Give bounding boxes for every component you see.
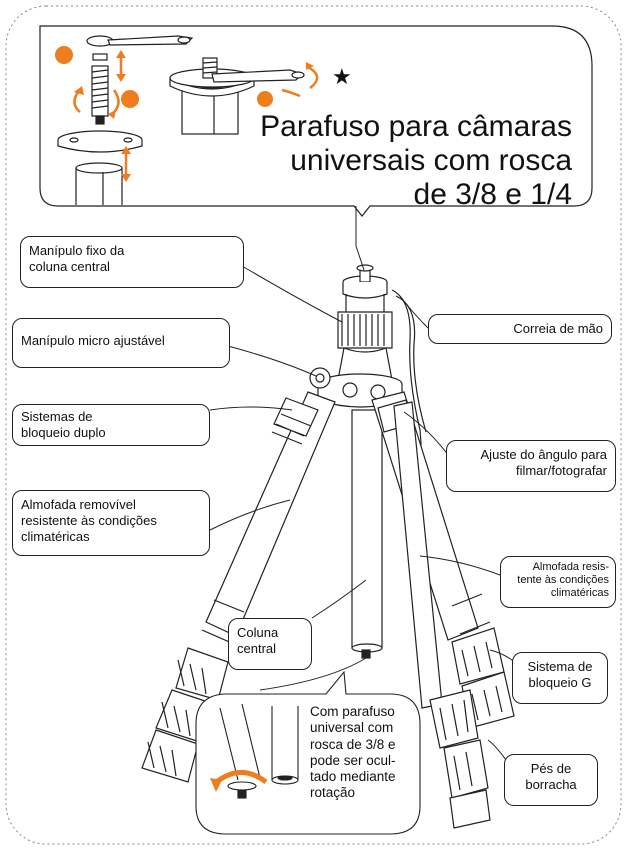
label-line: bloqueio duplo (21, 425, 106, 440)
tripod-body (141, 264, 515, 829)
label-line: Coluna (237, 625, 279, 640)
inset-line: Com parafuso (310, 704, 395, 719)
exploded-screw-parts (57, 35, 194, 205)
inset-line: rosca de 3/8 e (310, 736, 396, 752)
label-g-lock: Sistema de bloqueio G (512, 652, 608, 704)
label-angle-adjust: Ajuste do ângulo para filmar/fotografar (446, 440, 616, 492)
orange-dot-2 (121, 90, 139, 108)
star-symbol: ★ (332, 64, 352, 89)
headline-line: de 3/8 e 1/4 (413, 178, 572, 211)
leader-lines (209, 206, 521, 761)
label-line: bloqueio G (528, 675, 592, 690)
headline: Parafuso para câmaras universais com ros… (250, 110, 572, 212)
label-line: resistente às condições (21, 513, 157, 528)
label-line: central (237, 641, 277, 656)
label-line: coluna central (29, 259, 110, 274)
label-line: Ajuste do ângulo para (480, 447, 607, 462)
label-line: Sistema de (527, 659, 593, 674)
label-rubber-feet: Pés de borracha (504, 754, 598, 806)
label-line: tente às condições (517, 574, 609, 586)
label-line: climatéricas (21, 529, 90, 544)
label-center-column: Coluna central (228, 618, 312, 670)
label-line: Manípulo fixo da (29, 243, 125, 258)
label-line: Correia de mão (513, 321, 603, 336)
label-line: Pés de (530, 761, 572, 776)
label-line: Sistemas de (21, 409, 93, 424)
label-fixed-knob: Manípulo fixo da coluna central (20, 236, 244, 288)
label-weather-pad: Almofada resis- tente às condições clima… (500, 556, 616, 608)
inset-line: pode ser ocul- (310, 752, 396, 768)
inset-line: rotação (310, 785, 356, 801)
headline-line: Parafuso para câmaras (260, 110, 572, 143)
label-removable-pad: Almofada removível resistente às condiçõ… (12, 490, 210, 556)
orange-dot-1 (55, 46, 73, 64)
inset-bubble (195, 670, 421, 835)
inset-description: Com parafuso universal com rosca de 3/8 … (310, 704, 414, 802)
label-line: Almofada removível (21, 497, 136, 512)
label-line: climatéricas (550, 587, 609, 599)
headline-line: universais com rosca (290, 144, 572, 177)
assembled-head (169, 57, 305, 135)
inset-columns (219, 703, 299, 799)
label-double-lock: Sistemas de bloqueio duplo (12, 404, 210, 446)
inset-line: universal com (310, 720, 394, 736)
label-line: filmar/fotografar (515, 463, 607, 478)
label-line: borracha (525, 777, 577, 792)
label-micro-knob: Manípulo micro ajustável (12, 318, 230, 368)
orange-dot-3 (257, 91, 273, 107)
label-line: Manípulo micro ajustável (21, 333, 165, 348)
inset-line: tado mediante (310, 769, 396, 785)
outer-frame (5, 5, 622, 845)
label-hand-strap: Correia de mão (428, 314, 612, 344)
orange-arrows (73, 56, 128, 176)
label-line: Almofada resis- (532, 561, 609, 573)
